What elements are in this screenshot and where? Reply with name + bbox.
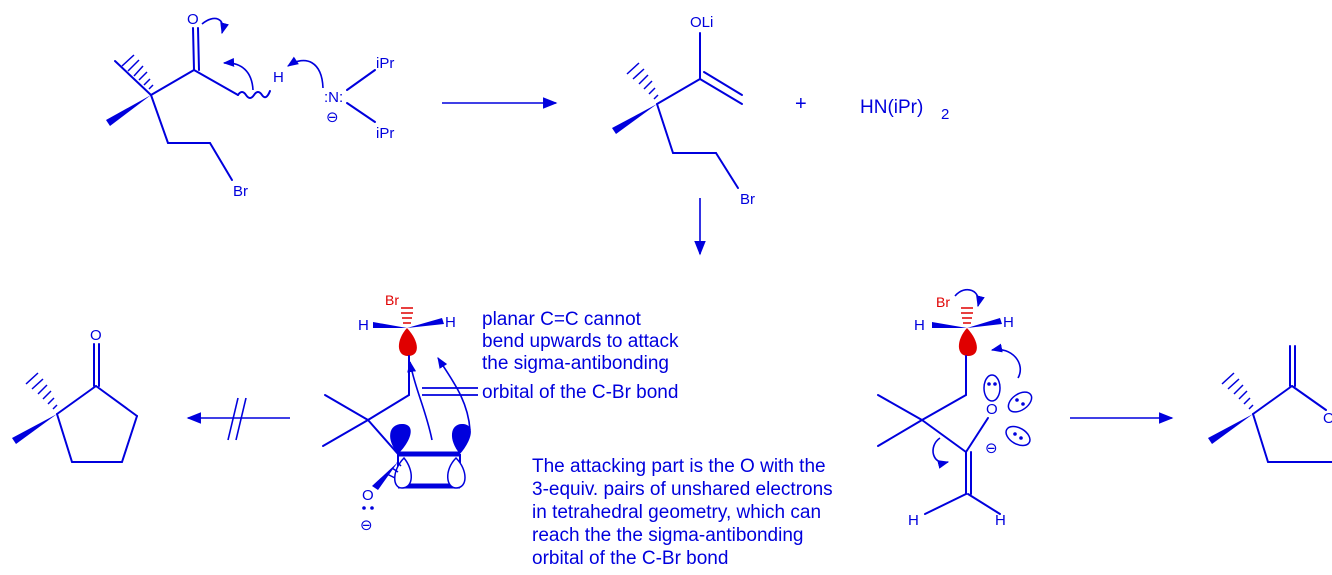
attacking-note-line-5: orbital of the C-Br bond: [532, 548, 728, 569]
o-product-oxygen-label: O: [1323, 410, 1332, 427]
plus-sign: +: [795, 93, 807, 115]
lithium-enolate: OLi Br: [612, 14, 755, 208]
p-orbital-lower-right: [447, 456, 466, 489]
ketone-reactant: O H Br: [106, 11, 324, 200]
curved-arrow-br-leaving: [954, 288, 985, 308]
hashed-wedge: [25, 372, 58, 410]
right-bromine-label: Br: [936, 294, 950, 310]
hashed-wedge: [961, 307, 973, 324]
bold-wedge: [612, 104, 657, 134]
curved-arrow-deprotonation: [287, 56, 324, 89]
curved-arrow-enol-shift: [932, 437, 950, 469]
planar-note-line-1: planar C=C cannot: [482, 309, 642, 330]
blocked-arrow: [186, 397, 290, 441]
planar-note-line-2: bend upwards to attack: [482, 331, 679, 352]
curved-arrow-attack-1: [407, 360, 433, 441]
diisopropylamine: HN(iPr) 2: [860, 97, 949, 123]
lda-nitrogen-label: :N:: [324, 89, 343, 106]
sigma-antibonding-lobe: [958, 328, 977, 356]
amine-subscript: 2: [941, 106, 949, 123]
curved-arrow-enolate: [222, 57, 254, 91]
right-h-right-label: H: [1003, 314, 1014, 331]
sigma-antibonding-lobe: [398, 328, 417, 356]
o-alkylation-product: O: [1208, 345, 1332, 463]
right-h-bottom-left-label: H: [908, 512, 919, 529]
right-oxygen-label: O: [986, 401, 998, 418]
mid-h-right-label: H: [445, 314, 456, 331]
p-orbital-upper-left: [390, 424, 411, 454]
ketone-bromine-label: Br: [233, 183, 248, 200]
product-oxygen-label: O: [90, 327, 102, 344]
p-orbital-upper-right: [451, 424, 471, 454]
mid-charge-label: ⊖: [360, 517, 373, 534]
hashed-wedge: [626, 62, 659, 100]
attacking-note: The attacking part is the O with the 3-e…: [532, 456, 833, 569]
enolate-bromine-label: Br: [740, 191, 755, 208]
attacking-note-line-2: 3-equiv. pairs of unshared electrons: [532, 479, 833, 500]
curved-arrow-attack-2: [437, 357, 471, 431]
curved-arrow-carbonyl: [201, 17, 229, 35]
o-attack-transition: Br H H O ⊖ H H: [877, 288, 1033, 529]
c-attack-transition: Br H H O ⊖: [322, 292, 478, 534]
attacking-note-line-4: reach the the sigma-antibonding: [532, 525, 803, 546]
hashed-wedge: [1221, 372, 1254, 410]
planar-note-line-4: orbital of the C-Br bond: [482, 382, 678, 403]
mid-bromine-label: Br: [385, 292, 399, 308]
cyclopentanone-product: O: [12, 327, 138, 463]
hashed-wedge: [114, 54, 154, 96]
mid-oxygen-label: O: [362, 487, 374, 504]
planar-note: planar C=C cannot bend upwards to attack…: [482, 309, 679, 403]
right-charge-label: ⊖: [985, 440, 998, 457]
attacking-note-line-1: The attacking part is the O with the: [532, 456, 826, 477]
amine-label: HN(iPr): [860, 97, 923, 118]
bold-wedge: [1208, 414, 1253, 444]
lda-charge-label: ⊖: [326, 109, 339, 126]
mid-h-left-label: H: [358, 317, 369, 334]
planar-note-line-3: the sigma-antibonding: [482, 353, 669, 374]
enolate-oli-label: OLi: [690, 14, 713, 31]
lone-pair-orbitals: [983, 374, 1033, 447]
curved-arrow-o-attack: [990, 343, 1021, 379]
hashed-wedge: [401, 307, 413, 324]
lda-base: :N: ⊖ iPr iPr: [324, 55, 394, 142]
ketone-oxygen-label: O: [187, 11, 199, 28]
right-h-left-label: H: [914, 317, 925, 334]
lda-ipr-top-label: iPr: [376, 55, 394, 72]
p-orbital-lower-left: [394, 456, 412, 489]
lda-ipr-bottom-label: iPr: [376, 125, 394, 142]
alpha-hydrogen-label: H: [273, 69, 284, 86]
attacking-note-line-3: in tetrahedral geometry, which can: [532, 502, 821, 523]
bold-wedge: [106, 95, 151, 126]
bold-wedge: [12, 414, 57, 444]
right-h-bottom-right-label: H: [995, 512, 1006, 529]
